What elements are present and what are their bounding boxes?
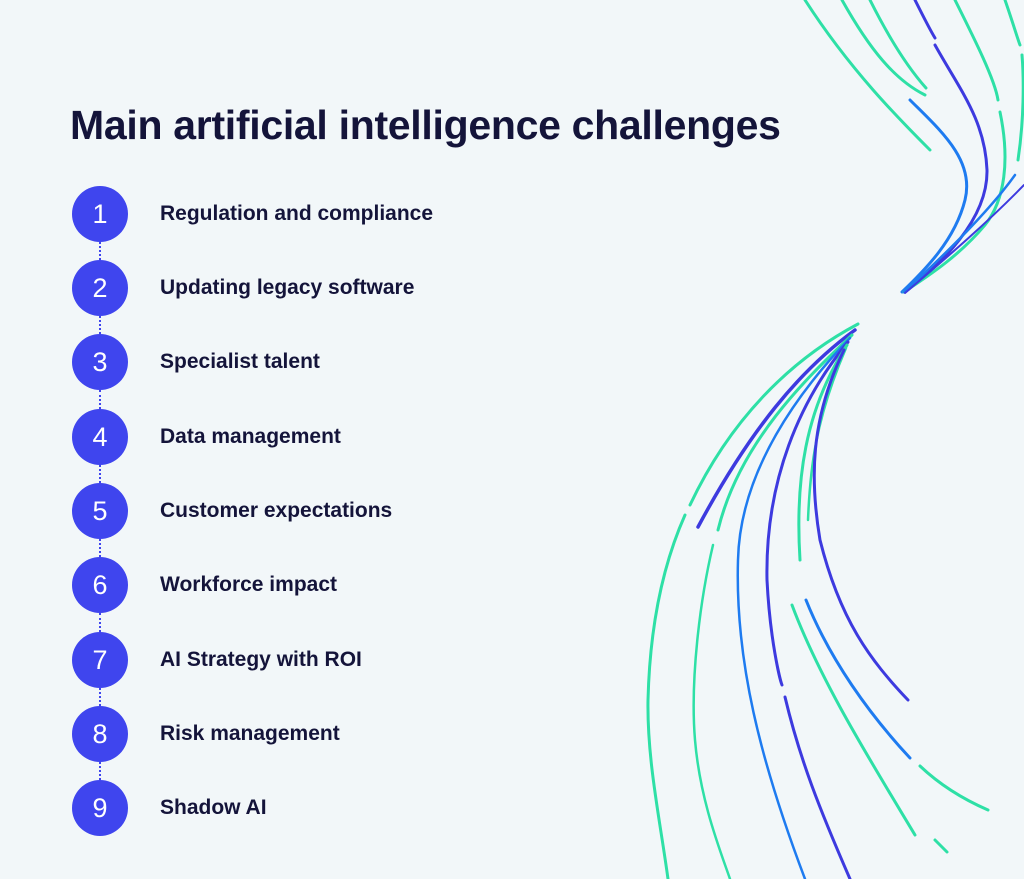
dotted-connector <box>99 390 103 409</box>
number-badge: 9 <box>72 780 128 836</box>
number-badge: 3 <box>72 334 128 390</box>
number-badge: 8 <box>72 706 128 762</box>
dotted-connector <box>99 613 103 632</box>
item-label: Workforce impact <box>160 573 337 596</box>
list-item: 8 Risk management <box>72 706 632 762</box>
number-badge: 4 <box>72 409 128 465</box>
number-badge: 7 <box>72 632 128 688</box>
number-badge: 5 <box>72 483 128 539</box>
list-item: 1 Regulation and compliance <box>72 186 632 242</box>
number-badge: 2 <box>72 260 128 316</box>
dotted-connector <box>99 762 103 780</box>
item-label: Customer expectations <box>160 499 393 522</box>
dotted-connector <box>99 242 103 260</box>
number-badge: 1 <box>72 186 128 242</box>
dotted-connector <box>99 316 103 334</box>
list-item: 9 Shadow AI <box>72 780 632 836</box>
list-item: 7 AI Strategy with ROI <box>72 632 632 688</box>
item-label: AI Strategy with ROI <box>160 648 362 671</box>
item-label: Regulation and compliance <box>160 202 434 225</box>
item-label: Data management <box>160 425 341 448</box>
item-label: Risk management <box>160 722 340 745</box>
dotted-connector <box>99 688 103 706</box>
page-title: Main artificial intelligence challenges <box>70 102 781 148</box>
item-label: Specialist talent <box>160 350 320 373</box>
item-label: Shadow AI <box>160 796 267 819</box>
list-item: 2 Updating legacy software <box>72 260 632 316</box>
list-item: 6 Workforce impact <box>72 557 632 613</box>
list-item: 3 Specialist talent <box>72 334 632 390</box>
dotted-connector <box>99 539 103 557</box>
number-badge: 6 <box>72 557 128 613</box>
list-item: 4 Data management <box>72 409 632 465</box>
item-label: Updating legacy software <box>160 276 415 299</box>
dotted-connector <box>99 465 103 483</box>
list-item: 5 Customer expectations <box>72 483 632 539</box>
